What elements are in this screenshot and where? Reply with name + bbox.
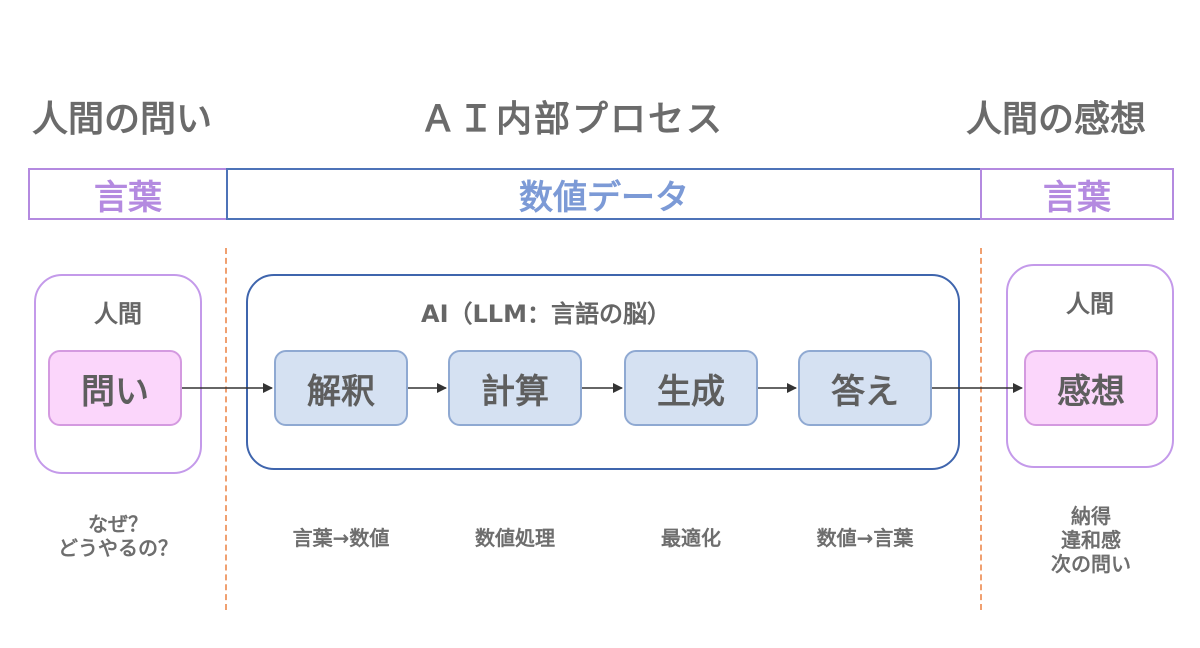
note-compute: 数値処理 (475, 526, 555, 550)
note-question-line-2: どうやるの？ (58, 536, 178, 560)
question-box: 問い (48, 350, 182, 426)
step-interpret-box: 解釈 (274, 350, 408, 426)
title-human-impression: 人間の感想 (966, 99, 1147, 140)
step-generate-box: 生成 (624, 350, 758, 426)
step-generate-label: 生成 (657, 371, 725, 412)
step-interpret-label: 解釈 (307, 371, 375, 412)
note-question: なぜ？ どうやるの？ (40, 512, 196, 560)
impression-box: 感想 (1024, 350, 1158, 426)
question-box-label: 問い (81, 371, 149, 412)
step-answer-label: 答え (831, 371, 899, 412)
step-compute-label: 計算 (481, 371, 549, 412)
impression-box-label: 感想 (1057, 371, 1125, 412)
band-words-left: 言葉 (28, 168, 228, 220)
note-answer: 数値→言葉 (816, 526, 914, 550)
step-answer-box: 答え (798, 350, 932, 426)
note-impression-line-2: 違和感 (1061, 528, 1121, 552)
band-words-right: 言葉 (980, 168, 1174, 220)
divider-left (225, 248, 227, 610)
note-generate: 最適化 (661, 526, 721, 550)
human-impression-panel-label: 人間 (1066, 290, 1114, 318)
band-words-left-label: 言葉 (94, 177, 162, 218)
note-impression-line-3: 次の問い (1051, 552, 1131, 576)
step-compute-box: 計算 (448, 350, 582, 426)
note-interpret: 言葉→数値 (292, 526, 390, 550)
band-words-right-label: 言葉 (1043, 177, 1111, 218)
band-numeric-data-label: 数値データ (519, 177, 689, 218)
ai-llm-panel-label: AI（LLM：言語の脳） (421, 300, 671, 328)
note-question-line-1: なぜ？ (88, 512, 148, 536)
note-impression-line-1: 納得 (1071, 504, 1111, 528)
title-human-question: 人間の問い (32, 99, 213, 140)
band-numeric-data: 数値データ (226, 168, 982, 220)
divider-right (980, 248, 982, 610)
note-impression: 納得 違和感 次の問い (1016, 504, 1166, 576)
title-ai-process: ＡＩ内部プロセス (420, 99, 725, 140)
human-question-panel-label: 人間 (94, 300, 142, 328)
